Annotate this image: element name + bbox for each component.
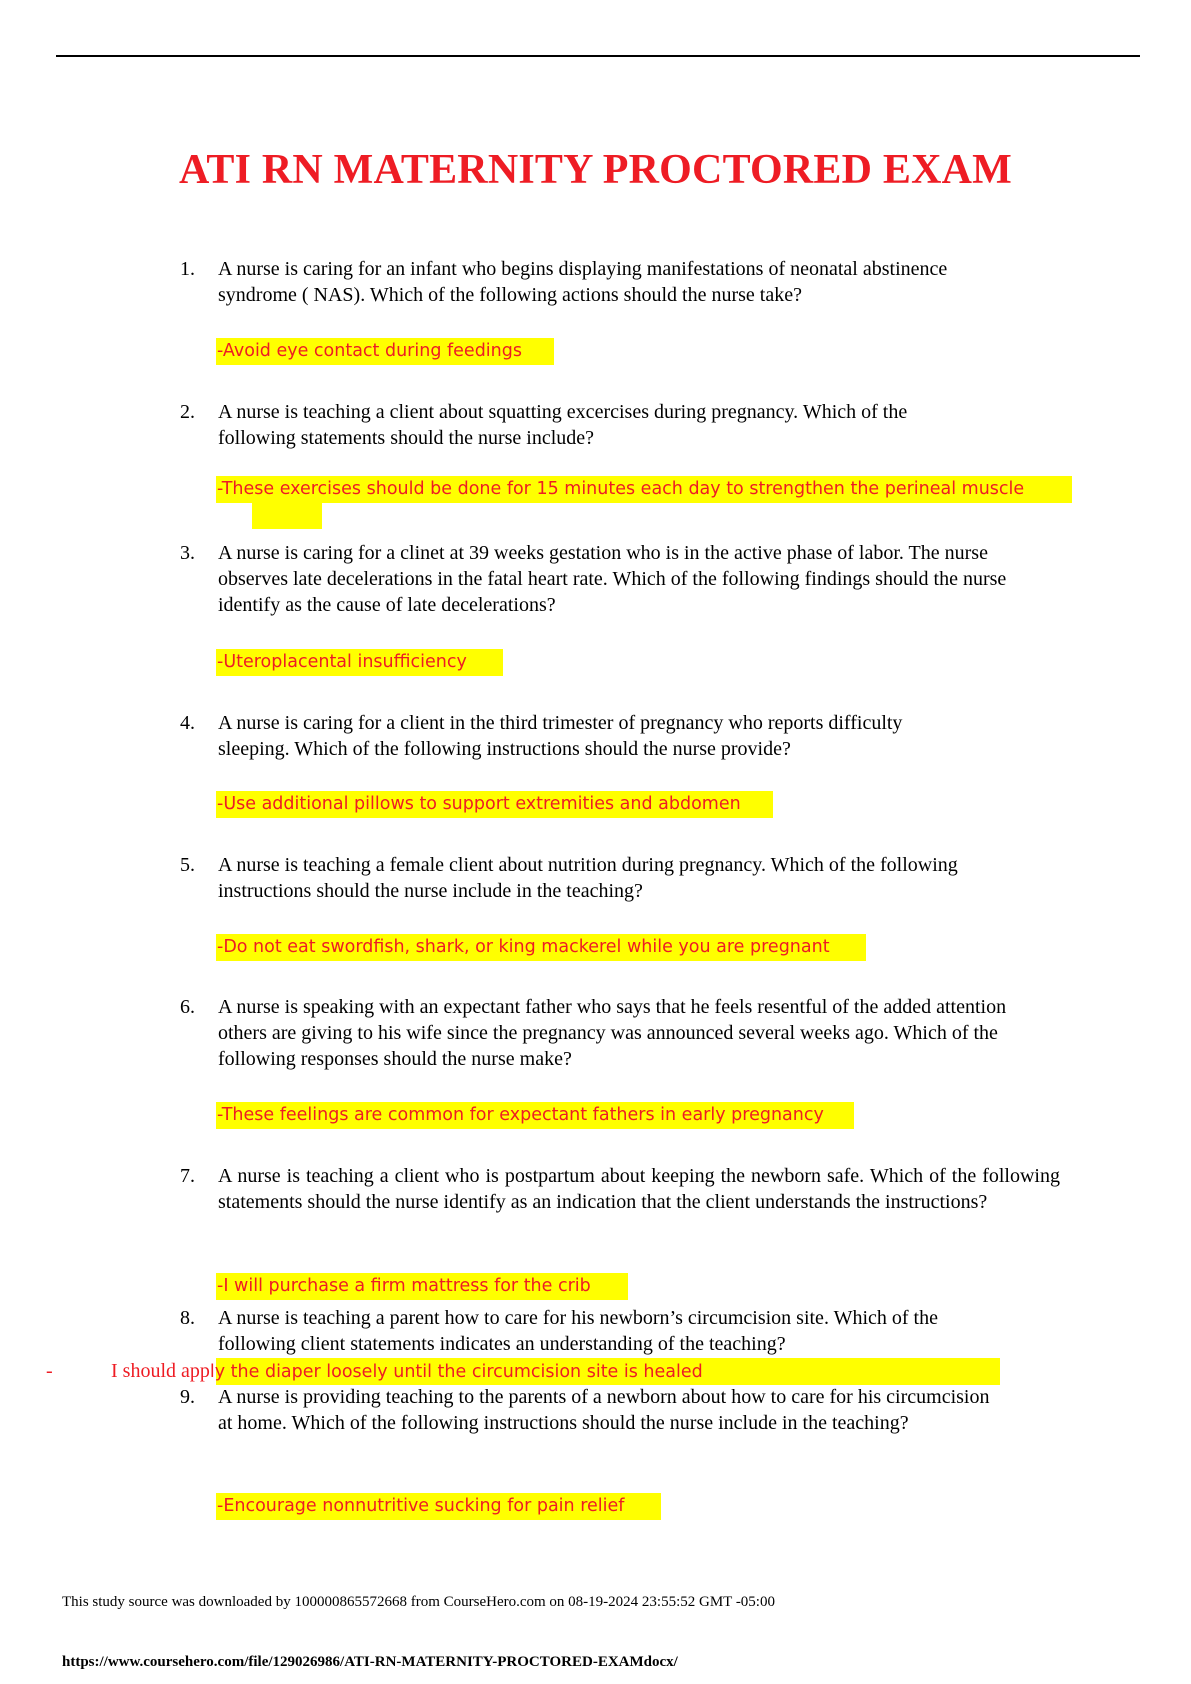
answer-8-part1: I should app <box>111 1360 210 1382</box>
question-text: A nurse is caring for a clinet at 39 wee… <box>218 542 1007 616</box>
question-text: A nurse is teaching a client about squat… <box>218 401 908 449</box>
question-text: A nurse is caring for a client in the th… <box>218 712 903 760</box>
footer-url: https://www.coursehero.com/file/12902698… <box>62 1654 678 1670</box>
answer-6: -These feelings are common for expectant… <box>216 1102 854 1129</box>
question-text: A nurse is teaching a parent how to care… <box>218 1307 938 1355</box>
answer-2-highlight-wrap <box>252 503 322 529</box>
answer-1: -Avoid eye contact during feedings <box>216 338 554 365</box>
answer-9: -Encourage nonnutritive sucking for pain… <box>216 1493 661 1520</box>
answer-8: I should apply the diaper loosely until … <box>111 1358 1000 1385</box>
question-number: 7. <box>180 1165 195 1187</box>
question-number: 8. <box>180 1307 195 1329</box>
answer-4: -Use additional pillows to support extre… <box>216 791 773 818</box>
question-text: A nurse is caring for an infant who begi… <box>218 258 948 306</box>
question-number: 2. <box>180 401 195 423</box>
question-text: A nurse is teaching a client who is post… <box>218 1165 1060 1213</box>
question-number: 1. <box>180 258 195 280</box>
question-text: A nurse is teaching a female client abou… <box>218 854 958 902</box>
question-text: A nurse is providing teaching to the par… <box>218 1386 990 1434</box>
answer-5: -Do not eat swordfish, shark, or king ma… <box>216 934 866 961</box>
question-number: 3. <box>180 542 195 564</box>
page-title: ATI RN MATERNITY PROCTORED EXAM <box>178 147 1012 193</box>
question-number: 6. <box>180 996 195 1018</box>
answer-8-highlight <box>216 1358 1000 1385</box>
answer-3: -Uteroplacental insufficiency <box>216 649 503 676</box>
footer-source-notice: This study source was downloaded by 1000… <box>62 1594 775 1610</box>
answer-8-bullet: - <box>46 1360 53 1382</box>
question-text: A nurse is speaking with an expectant fa… <box>218 996 1007 1070</box>
answer-8-part2: ly the diaper loosely until the circumci… <box>209 1362 703 1382</box>
answer-2: -These exercises should be done for 15 m… <box>216 476 1072 503</box>
answer-7: -I will purchase a firm mattress for the… <box>216 1273 628 1300</box>
question-number: 5. <box>180 854 195 876</box>
question-number: 4. <box>180 712 195 734</box>
top-rule <box>56 55 1140 57</box>
question-number: 9. <box>180 1386 195 1408</box>
